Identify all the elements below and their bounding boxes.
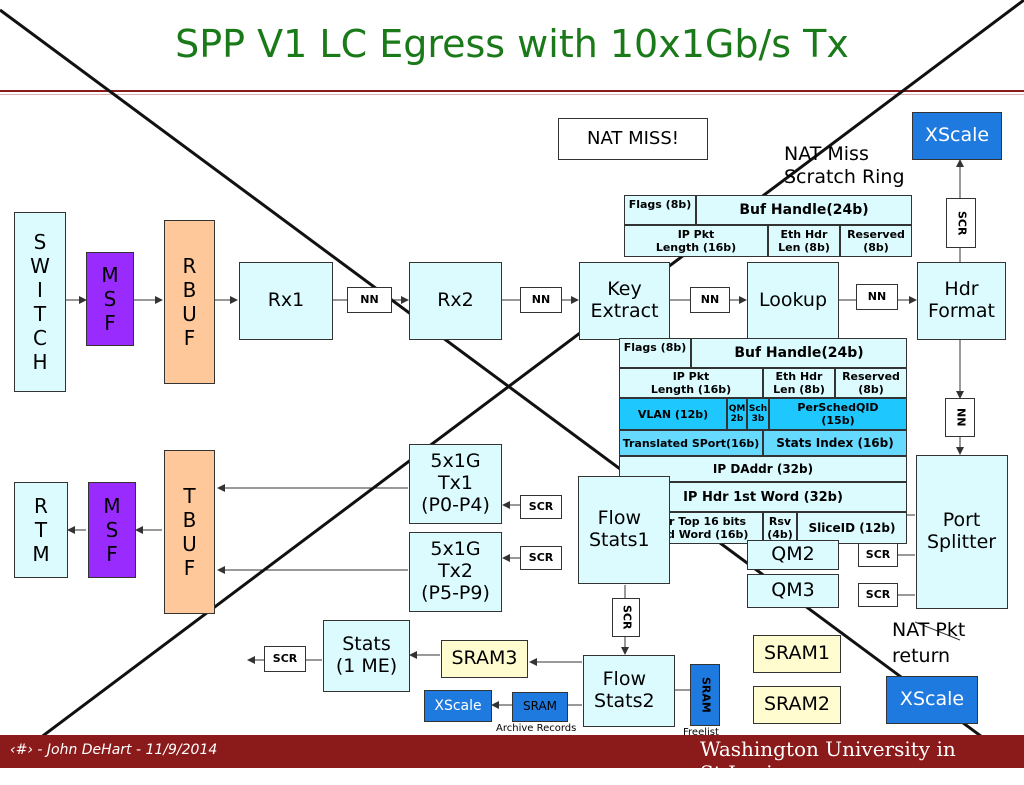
scr-ring-nat: SCR <box>946 198 976 248</box>
tx1-block: 5x1G Tx1 (P0-P4) <box>409 444 502 524</box>
xscale-small-block: XScale <box>424 690 492 722</box>
nat-miss-box: NAT MISS! <box>558 118 708 160</box>
scr-ring-tx2-label: SCR <box>528 550 554 564</box>
nn-ring-5-label: NN <box>954 408 968 427</box>
scr-ring-flow: SCR <box>612 598 640 637</box>
archive-records-label: Archive Records <box>496 723 577 734</box>
rtm-block: R T M <box>14 482 68 578</box>
msf-block-tx: M S F <box>88 482 136 578</box>
key-extract-block: Key Extract <box>579 262 670 340</box>
small-ip-pkt-cell: IP Pkt Length (16b) <box>624 225 768 257</box>
title-rule <box>0 90 1024 92</box>
qm2-block: QM2 <box>747 540 839 570</box>
port-splitter-block: Port Splitter <box>916 455 1008 609</box>
lookup-block: Lookup <box>747 262 839 340</box>
scr-ring-qm3: SCR <box>858 583 898 607</box>
scr-ring-tx1-label: SCR <box>528 499 554 513</box>
rbuf-block: R B U F <box>164 220 215 384</box>
sram1-block: SRAM1 <box>753 635 841 673</box>
big-translated-sport-cell: Translated SPort(16b) <box>619 430 763 456</box>
big-vlan-cell: VLAN (12b) <box>619 398 727 430</box>
big-reserved-cell: Reserved (8b) <box>835 368 907 398</box>
msf-block-rx: M S F <box>86 252 134 346</box>
sram2-block: SRAM2 <box>753 686 841 724</box>
scr-ring-stats-label: SCR <box>272 651 298 665</box>
xscale-top-block: XScale <box>912 112 1002 160</box>
big-stats-index-cell: Stats Index (16b) <box>763 430 907 456</box>
nat-pkt-return-label: NAT Pkt return <box>892 619 966 667</box>
nn-ring-2-label: NN <box>531 292 551 306</box>
slide-title: SPP V1 LC Egress with 10x1Gb/s Tx <box>175 22 849 66</box>
rx1-block: Rx1 <box>239 262 333 340</box>
flow-stats2-block: Flow Stats2 <box>583 655 675 727</box>
tbuf-block: T B U F <box>164 450 215 614</box>
sram-ring-freelist-label: SRAM <box>699 677 713 713</box>
connector-layer <box>0 0 1024 768</box>
big-eth-hdr-cell: Eth Hdr Len (8b) <box>763 368 835 398</box>
big-rsv-cell: Rsv (4b) <box>763 512 797 544</box>
nn-ring-4: NN <box>856 284 898 310</box>
nn-ring-3-label: NN <box>700 292 720 306</box>
footer-bar <box>0 735 1024 768</box>
scr-ring-stats: SCR <box>264 646 306 672</box>
freelist-label: Freelist <box>683 727 719 738</box>
big-buf-handle-cell: Buf Handle(24b) <box>691 338 907 368</box>
sram-ring-archive: SRAM <box>512 692 568 722</box>
sram3-block: SRAM3 <box>441 640 528 678</box>
nn-ring-2: NN <box>520 287 562 313</box>
nn-ring-3: NN <box>690 287 730 313</box>
scr-ring-tx2: SCR <box>520 546 562 570</box>
big-flags-cell: Flags (8b) <box>619 338 691 368</box>
small-descriptor-table: Flags (8b) Buf Handle(24b) IP Pkt Length… <box>624 195 912 257</box>
nat-miss-ring-label: NAT Miss Scratch Ring <box>784 143 905 188</box>
scr-ring-qm3-label: SCR <box>865 587 891 601</box>
cross-line-2 <box>0 0 1024 768</box>
arrow-nat-return <box>914 621 961 641</box>
sram-ring-archive-label: SRAM <box>522 699 558 714</box>
flow-stats1-block: Flow Stats1 <box>578 476 670 584</box>
scr-ring-qm2-label: SCR <box>865 547 891 561</box>
scr-ring-nat-label: SCR <box>955 210 969 236</box>
nn-ring-1: NN <box>347 287 392 313</box>
big-sliceid-cell: SliceID (12b) <box>797 512 907 544</box>
big-sch-cell: Sch 3b <box>747 398 769 430</box>
scr-ring-flow-label: SCR <box>620 605 634 630</box>
nn-ring-4-label: NN <box>867 289 887 303</box>
small-eth-hdr-cell: Eth Hdr Len (8b) <box>768 225 840 257</box>
title-rule-thin <box>0 94 1024 95</box>
scr-ring-tx1: SCR <box>520 495 562 519</box>
tx2-block: 5x1G Tx2 (P5-P9) <box>409 532 502 612</box>
big-persched-cell: PerSchedQID (15b) <box>769 398 907 430</box>
hdr-format-block: Hdr Format <box>917 262 1006 340</box>
nn-ring-5: NN <box>945 398 975 437</box>
big-ip-pkt-cell: IP Pkt Length (16b) <box>619 368 763 398</box>
xscale-bottom-block: XScale <box>886 676 978 724</box>
scr-ring-qm2: SCR <box>858 543 898 567</box>
stats-block: Stats (1 ME) <box>323 620 410 692</box>
cross-line-1 <box>0 8 1024 768</box>
rx2-block: Rx2 <box>409 262 502 340</box>
small-flags-cell: Flags (8b) <box>624 195 696 225</box>
small-reserved-cell: Reserved (8b) <box>840 225 912 257</box>
qm3-block: QM3 <box>747 574 839 608</box>
small-buf-handle-cell: Buf Handle(24b) <box>696 195 912 225</box>
footer-university-logo: Washington University in St.Louis <box>700 737 956 785</box>
nn-ring-1-label: NN <box>360 292 379 306</box>
switch-block: S W I T C H <box>14 212 66 392</box>
footer-left-text: ‹#› - John DeHart - 11/9/2014 <box>10 742 218 758</box>
sram-ring-freelist: SRAM <box>690 664 720 726</box>
big-qm-cell: QM 2b <box>727 398 747 430</box>
